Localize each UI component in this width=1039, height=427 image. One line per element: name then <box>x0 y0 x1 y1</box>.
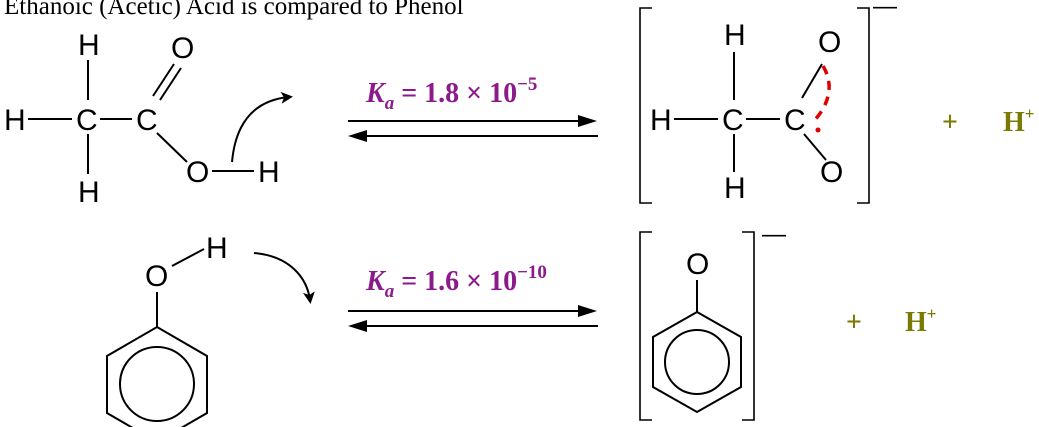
acetic-acid-molecule: H H C H C O O H <box>4 29 293 209</box>
page-title: Ethanoic (Acetic) Acid is compared to Ph… <box>4 0 464 20</box>
equilibrium-arrows-phenol <box>348 305 598 332</box>
atom-h-phenol: H <box>206 232 228 265</box>
atom-c-methyl-ion: C <box>722 104 744 137</box>
curved-arrow-phenol <box>253 252 315 304</box>
atom-h-top: H <box>78 29 100 62</box>
proton-phenol: H+ <box>905 304 936 338</box>
bond-co-double-1 <box>152 63 175 97</box>
equilibrium-arrows-acetic <box>348 115 598 142</box>
bracket-right-phenoxide <box>742 231 755 421</box>
atom-h-hydroxyl: H <box>258 156 280 189</box>
atom-c-carboxyl-ion: C <box>784 104 806 137</box>
resonance-delocalisation <box>811 65 831 124</box>
curved-arrow-acetic <box>231 91 293 163</box>
atom-c-carboxyl: C <box>136 104 158 137</box>
phenol-molecule: O H <box>106 232 315 427</box>
ka-label-phenol: Ka = 1.6 × 10−10 <box>365 262 547 302</box>
aromatic-circle-phenol <box>119 346 195 422</box>
charge-phenoxide: — <box>762 221 786 248</box>
atom-o-upper-ion: O <box>818 26 841 59</box>
atom-o-lower-ion: O <box>820 156 843 189</box>
proton-acetic: H+ <box>1003 104 1034 138</box>
benzene-ring-phenoxide <box>652 310 742 414</box>
phenoxide-ion: — O <box>639 221 786 421</box>
atom-o-phenoxide: O <box>686 248 709 281</box>
atom-o-phenol: O <box>145 260 168 293</box>
acetate-ion: — H H C H C O O <box>639 0 897 205</box>
atom-o-carbonyl: O <box>171 32 194 65</box>
atom-h-bottom-ion: H <box>724 172 746 205</box>
atom-h-bottom: H <box>78 176 100 209</box>
ka-label-acetic: Ka = 1.8 × 10−5 <box>365 74 537 114</box>
bracket-right-acetate <box>857 7 870 204</box>
plus-sign-phenol: + <box>846 307 862 338</box>
bracket-left-phenoxide <box>639 231 652 421</box>
atom-h-top-ion: H <box>724 19 746 52</box>
aromatic-circle-phenoxide <box>664 329 730 395</box>
bond-co-double-2 <box>159 67 182 101</box>
atom-h-left: H <box>4 104 26 137</box>
charge-acetate: — <box>873 0 897 20</box>
atom-o-hydroxyl: O <box>186 156 209 189</box>
atom-h-left-ion: H <box>650 104 672 137</box>
benzene-ring-phenol <box>106 325 208 427</box>
atom-c-methyl: C <box>76 104 98 137</box>
plus-sign-acetic: + <box>942 107 958 138</box>
bond-co-single <box>156 132 188 163</box>
bracket-left-acetate <box>639 7 652 204</box>
